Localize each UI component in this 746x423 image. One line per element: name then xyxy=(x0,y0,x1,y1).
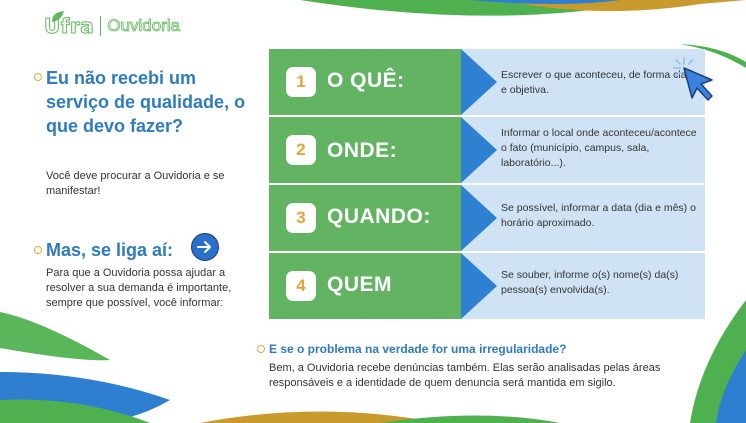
bullet-icon xyxy=(34,73,42,81)
step-number: 1 xyxy=(286,67,316,97)
step-label: QUEM xyxy=(327,273,392,296)
divider xyxy=(269,115,461,117)
step-label: O QUÊ: xyxy=(327,69,405,92)
step-label: ONDE: xyxy=(327,139,398,162)
ufra-ouvidoria-logo: Ufra Ouvidoria xyxy=(43,11,181,39)
step-description-panel xyxy=(461,117,705,183)
step-description: Se possível, informar a data (dia e mês)… xyxy=(501,202,696,229)
divider xyxy=(269,251,461,253)
intro-heading: Eu não recebi um serviço de qualidade, o… xyxy=(46,68,246,136)
irregularity-text-line1: Bem, a Ouvidoria recebe denúncias também… xyxy=(269,362,661,374)
triangle-pointer-icon xyxy=(461,185,497,251)
cursor-icon xyxy=(673,57,713,101)
step-row-where: 2 ONDE: Informar o local onde aconteceu/… xyxy=(269,117,705,183)
tip-text: Para que a Ouvidoria possa ajudar a reso… xyxy=(46,267,232,309)
tip-heading: Mas, se liga aí: xyxy=(46,240,174,260)
triangle-pointer-icon xyxy=(461,253,497,319)
step-description: Se souber, informe o(s) nome(s) da(s) pe… xyxy=(501,269,679,296)
intro-text: Você deve procurar a Ouvidoria e se mani… xyxy=(46,170,225,197)
step-description-panel xyxy=(461,185,705,251)
bullet-icon xyxy=(34,246,42,254)
leaf-icon xyxy=(52,11,64,22)
step-number: 3 xyxy=(286,203,316,233)
step-row-who: 4 QUEM Se souber, informe o(s) nome(s) d… xyxy=(269,253,705,319)
step-description-panel xyxy=(461,253,705,319)
logo-name: Ouvidoria xyxy=(107,16,181,36)
step-description: Informar o local onde aconteceu/acontece… xyxy=(501,127,697,169)
step-label: QUANDO: xyxy=(327,205,431,228)
triangle-pointer-icon xyxy=(461,49,497,115)
step-number: 4 xyxy=(286,271,316,301)
irregularity-heading: E se o problema na verdade for uma irreg… xyxy=(269,342,567,356)
logo-divider xyxy=(100,16,102,36)
arrow-right-icon xyxy=(191,233,219,261)
step-description: Escrever o que aconteceu, de forma clara… xyxy=(501,69,696,96)
step-description-panel xyxy=(461,49,705,115)
step-row-what: 1 O QUÊ: Escrever o que aconteceu, de fo… xyxy=(269,49,705,115)
triangle-pointer-icon xyxy=(461,117,497,183)
bullet-icon xyxy=(257,345,265,353)
irregularity-text-line2: responsáveis e a identidade de quem denu… xyxy=(269,377,616,389)
divider xyxy=(269,183,461,185)
logo-brand: Ufra xyxy=(43,14,95,39)
step-number: 2 xyxy=(286,135,316,165)
step-row-when: 3 QUANDO: Se possível, informar a data (… xyxy=(269,185,705,251)
